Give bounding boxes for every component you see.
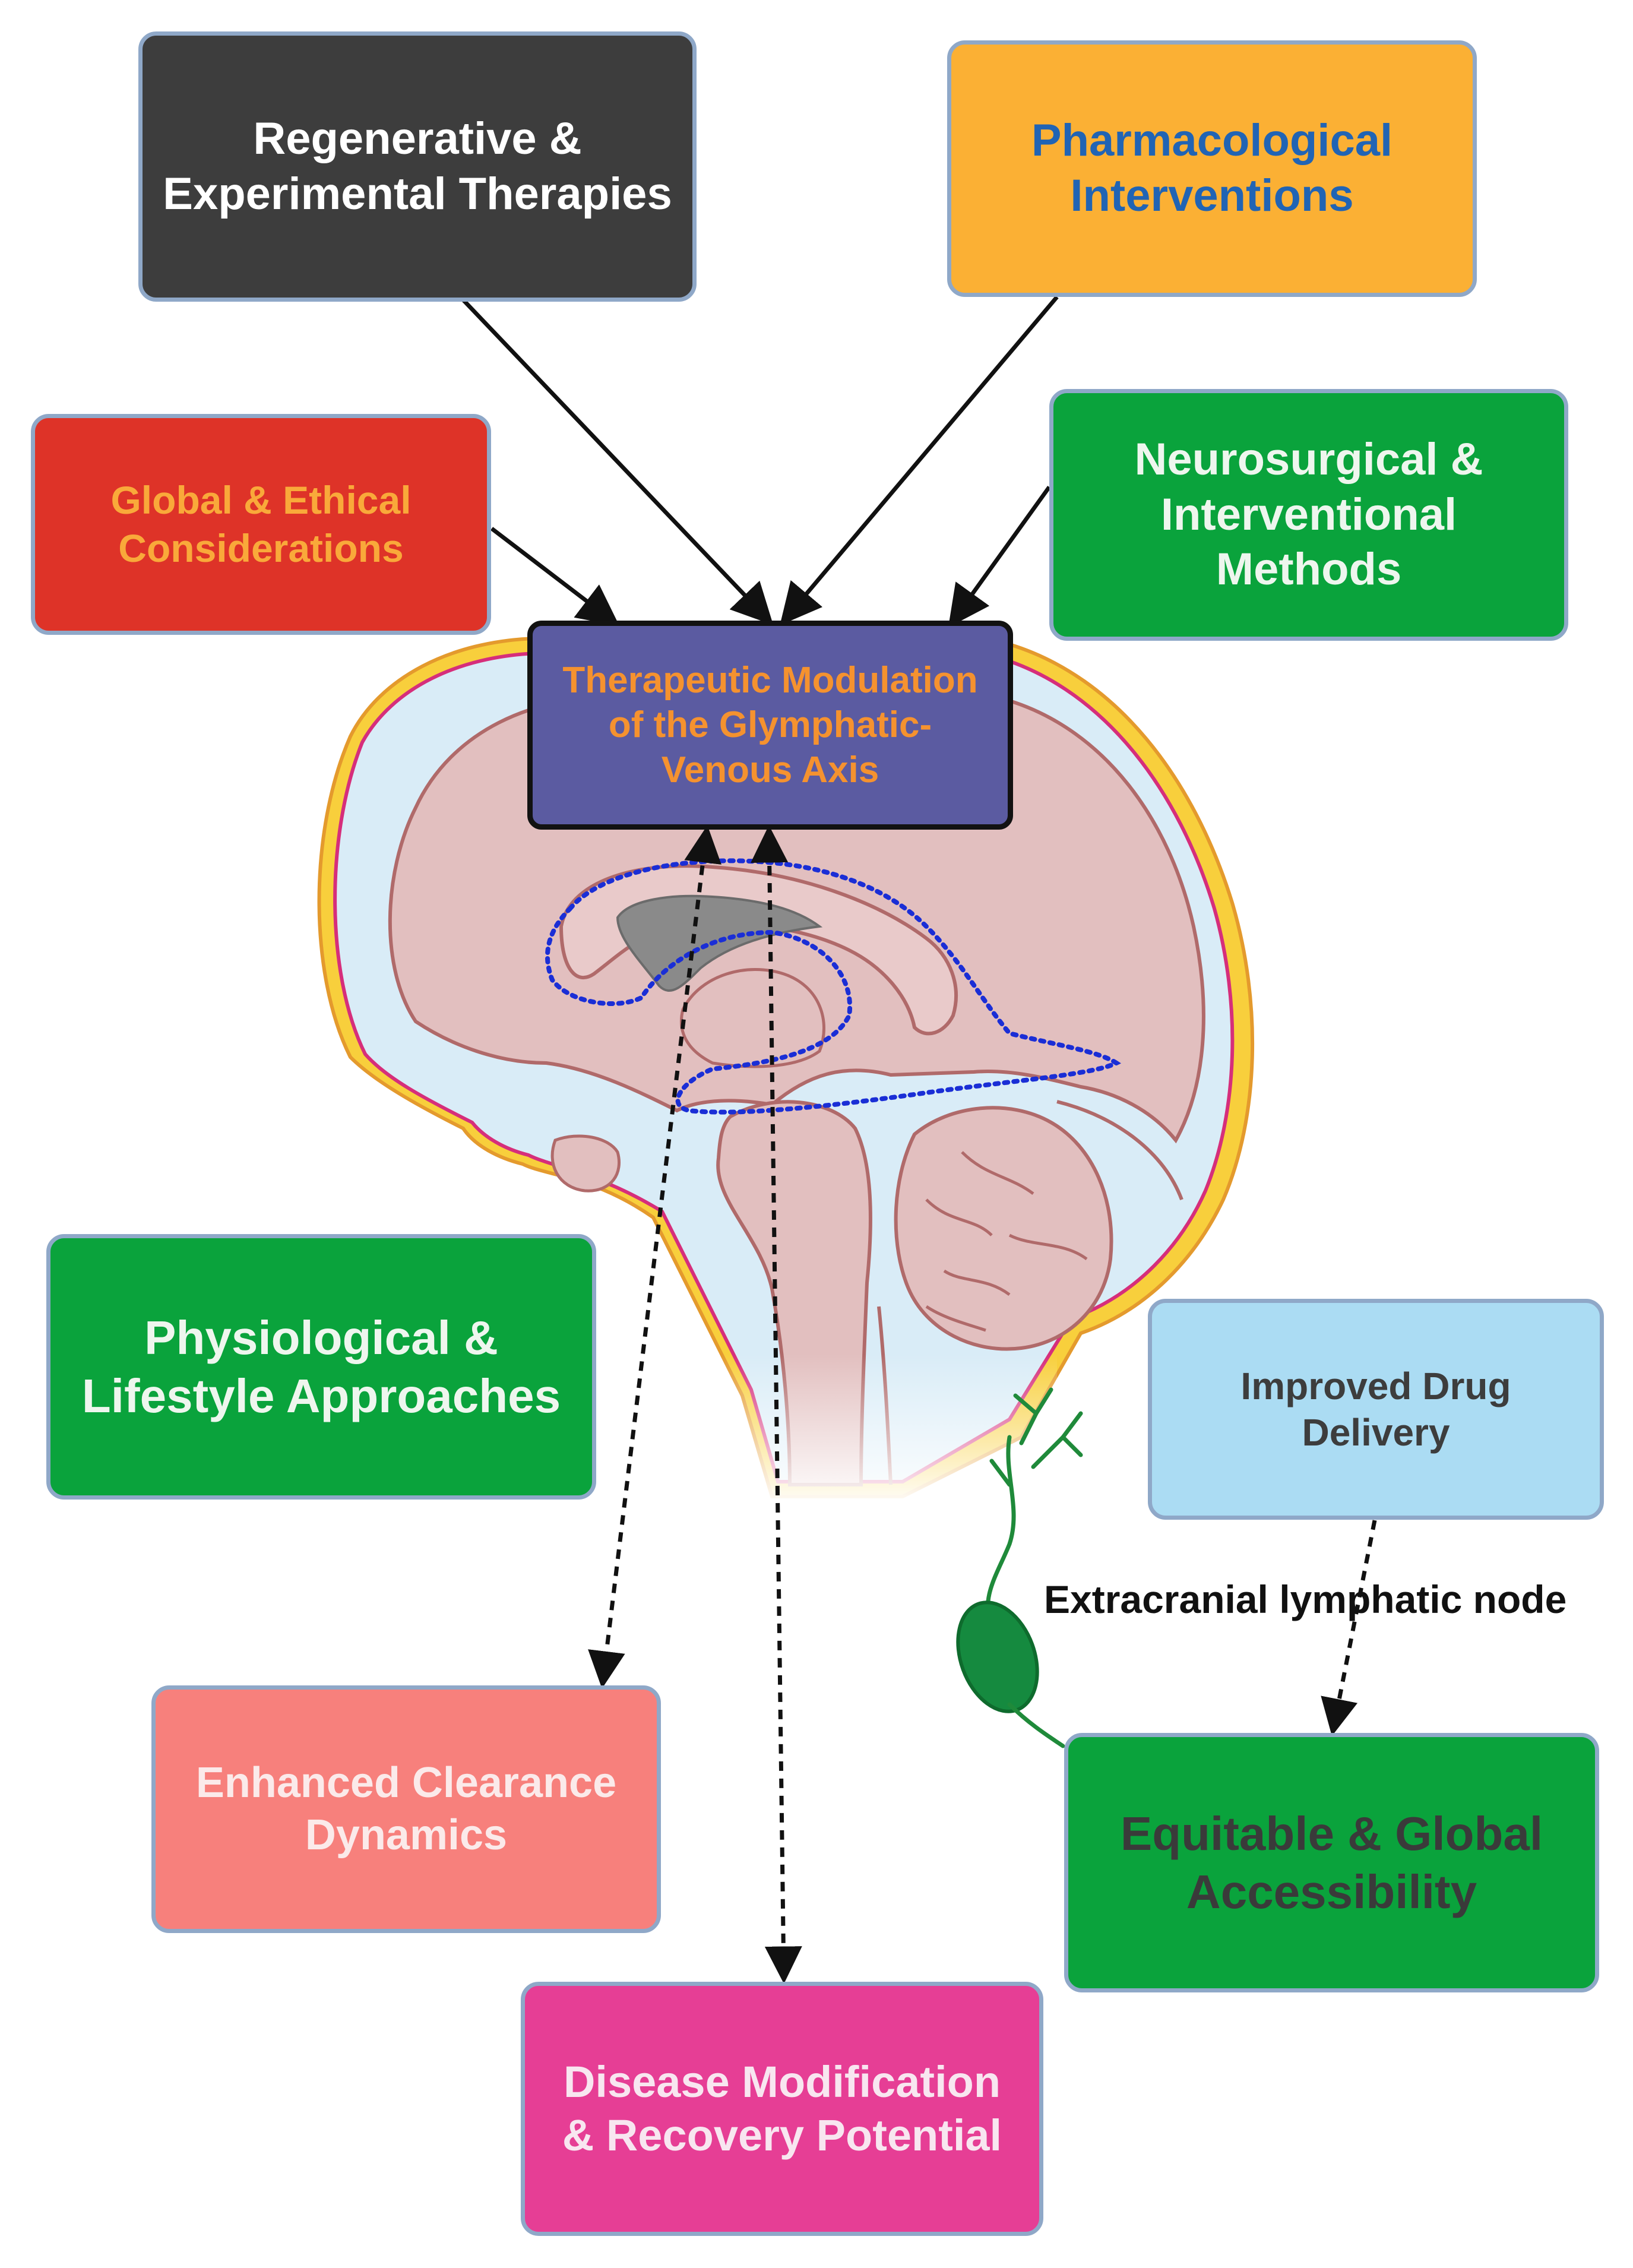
dashed-arrow-center-clearance — [588, 825, 721, 1689]
node-enhanced-clearance: Enhanced Clearance Dynamics — [151, 1685, 661, 1933]
node-central-label: Therapeutic Modulation of the Glymphatic… — [562, 659, 978, 790]
lymph-node-icon — [956, 1600, 1039, 1713]
node-global-ethical: Global & Ethical Considerations — [31, 414, 491, 635]
lymphatic-vessel — [985, 1387, 1083, 1630]
node-pharmacological-label: Pharmacological Interventions — [1031, 115, 1393, 221]
dashed-arrow-drug-to-equitable — [1321, 1520, 1377, 1736]
node-pharmacological-interventions: Pharmacological Interventions — [947, 40, 1477, 297]
cerebellum — [894, 1106, 1113, 1351]
cerebellum-folia — [925, 1151, 1088, 1332]
node-improved-drug-delivery: Improved Drug Delivery — [1148, 1299, 1604, 1520]
node-physiological-lifestyle: Physiological & Lifestyle Approaches — [46, 1234, 596, 1500]
node-global-ethical-label: Global & Ethical Considerations — [110, 478, 412, 570]
node-neurosurgical-label: Neurosurgical & Interventional Methods — [1134, 434, 1483, 595]
node-disease-modification: Disease Modification & Recovery Potentia… — [521, 1982, 1043, 2236]
arrow-neuro-to-center — [948, 485, 1051, 628]
node-regenerative-label: Regenerative & Experimental Therapies — [163, 113, 672, 219]
node-central-glymphatic-venous: Therapeutic Modulation of the Glymphatic… — [527, 621, 1013, 830]
node-disease-label: Disease Modification & Recovery Potentia… — [562, 2057, 1002, 2160]
node-drug-delivery-label: Improved Drug Delivery — [1240, 1364, 1511, 1454]
node-clearance-label: Enhanced Clearance Dynamics — [195, 1758, 617, 1859]
pituitary — [550, 1134, 621, 1192]
dashed-arrow-center-disease — [751, 825, 802, 1984]
node-equitable-label: Equitable & Global Accessibility — [1120, 1807, 1543, 1918]
node-neurosurgical-methods: Neurosurgical & Interventional Methods — [1049, 389, 1568, 641]
node-equitable-accessibility: Equitable & Global Accessibility — [1064, 1733, 1599, 1992]
node-regenerative-therapies: Regenerative & Experimental Therapies — [138, 31, 697, 302]
lymph-node-efferent — [1007, 1702, 1065, 1748]
node-physiological-label: Physiological & Lifestyle Approaches — [81, 1311, 561, 1422]
tentorium — [1056, 1100, 1183, 1201]
arrow-global-to-center — [490, 527, 620, 627]
lymph-node-label: Extracranial lymphatic node — [1044, 1577, 1567, 1621]
arrow-pharma-to-center — [780, 295, 1059, 626]
arrow-regen-to-center — [461, 298, 774, 625]
